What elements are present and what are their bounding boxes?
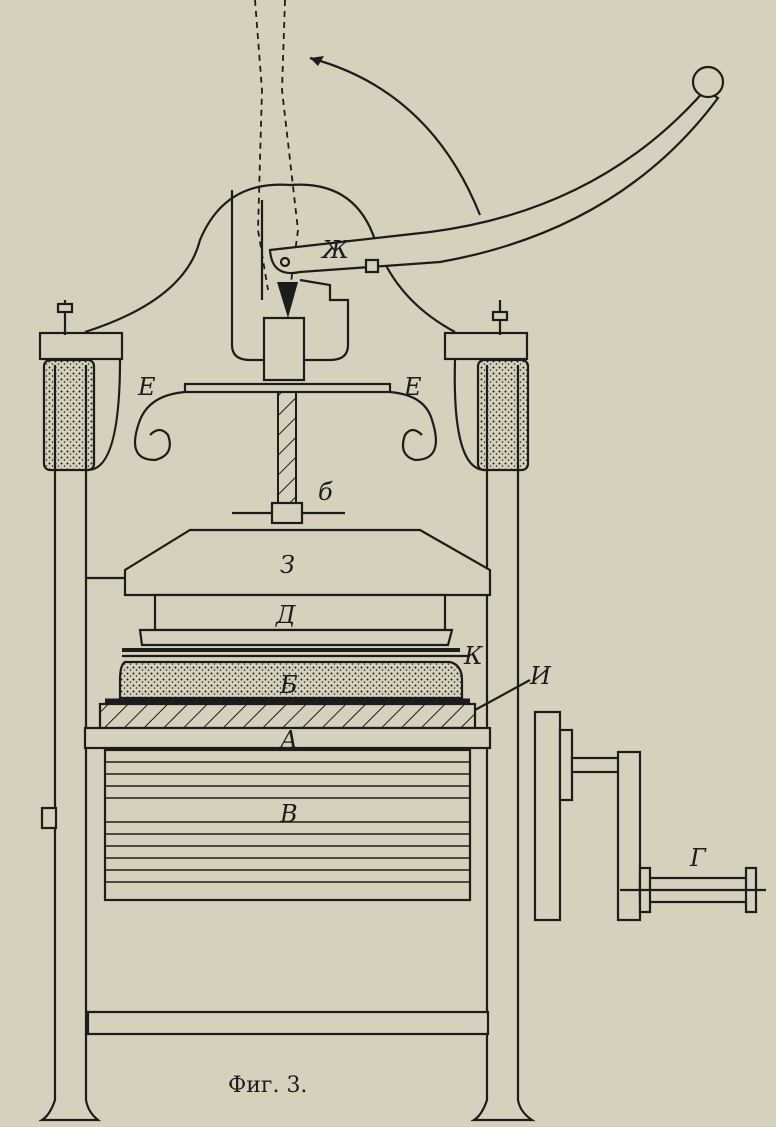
arch-frame [84, 183, 456, 382]
roller [103, 748, 472, 902]
screw [232, 391, 345, 525]
bottom-crossbar [86, 1010, 490, 1036]
table [83, 726, 492, 750]
label-e-right: Е [403, 373, 422, 401]
label-e-left: Е [137, 373, 156, 401]
hatched-plate [98, 702, 477, 730]
lever [268, 65, 725, 318]
press-plate [153, 593, 447, 632]
label-z: З [280, 551, 295, 579]
label-k: К [463, 642, 484, 670]
felt-layer [118, 660, 464, 700]
label-b: Б [279, 671, 298, 699]
label-a: А [278, 726, 298, 754]
label-d: Д [275, 601, 296, 629]
label-i: И [529, 662, 552, 690]
lever-swing-indicator [254, 0, 482, 291]
label-b-small: б [318, 478, 333, 506]
right-column [443, 300, 536, 1122]
left-column [38, 300, 124, 1122]
figure-caption: Фиг. 3. [228, 1073, 307, 1098]
label-v: В [279, 800, 298, 828]
top-block [123, 528, 492, 597]
scroll-support [133, 382, 437, 462]
label-g: Г [689, 844, 707, 872]
crank-gear [533, 710, 766, 922]
label-zh: Ж [320, 236, 350, 264]
